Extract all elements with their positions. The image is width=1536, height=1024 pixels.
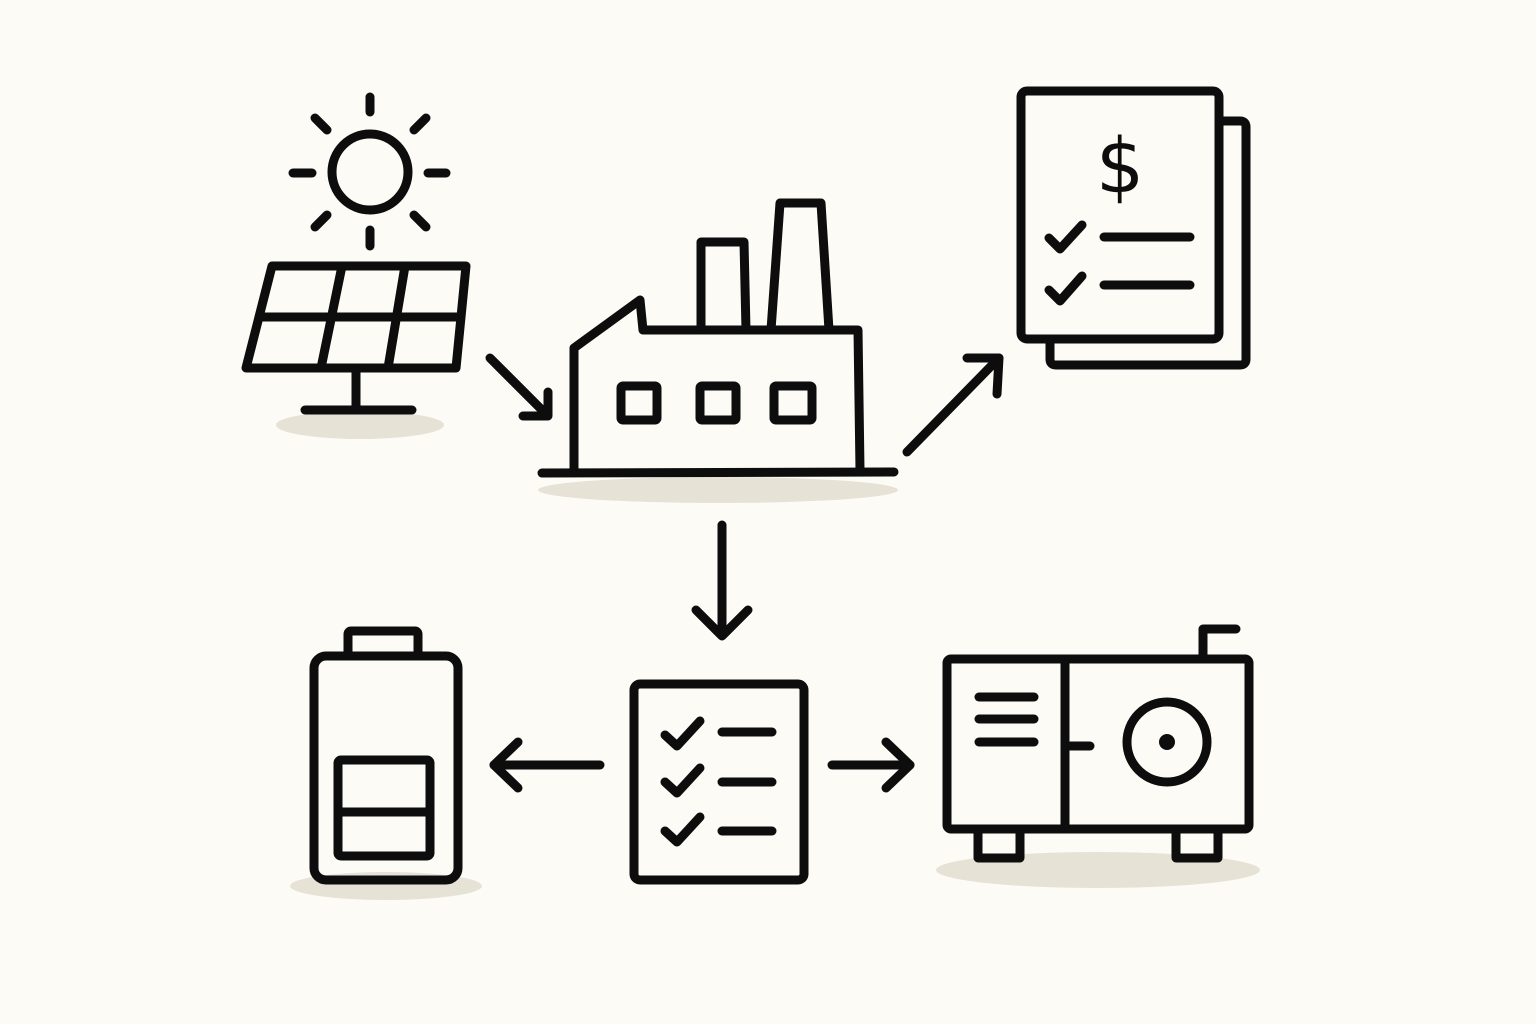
- dollar-icon: $: [1096, 121, 1144, 210]
- generator-icon: [936, 624, 1260, 888]
- check-icon: [1044, 220, 1087, 254]
- check-icon: [660, 812, 705, 847]
- arrow-checklist-to-generator: [827, 737, 915, 793]
- check-icon: [660, 716, 705, 751]
- solar-panel: [241, 261, 471, 415]
- checklist-icon: [629, 679, 809, 885]
- factory-icon: [537, 198, 899, 503]
- battery-icon: [290, 626, 482, 900]
- check-icon: [1044, 271, 1087, 306]
- check-icon: [660, 763, 705, 798]
- solar-panel-icon: [241, 92, 471, 439]
- arrow-factory-to-invoice: [902, 353, 1004, 457]
- invoice-document-icon: $: [1016, 86, 1251, 370]
- arrow-solar-to-factory: [485, 353, 553, 421]
- sun-icon: [288, 92, 451, 251]
- arrow-factory-to-checklist: [691, 520, 753, 641]
- arrow-checklist-to-battery: [489, 737, 605, 793]
